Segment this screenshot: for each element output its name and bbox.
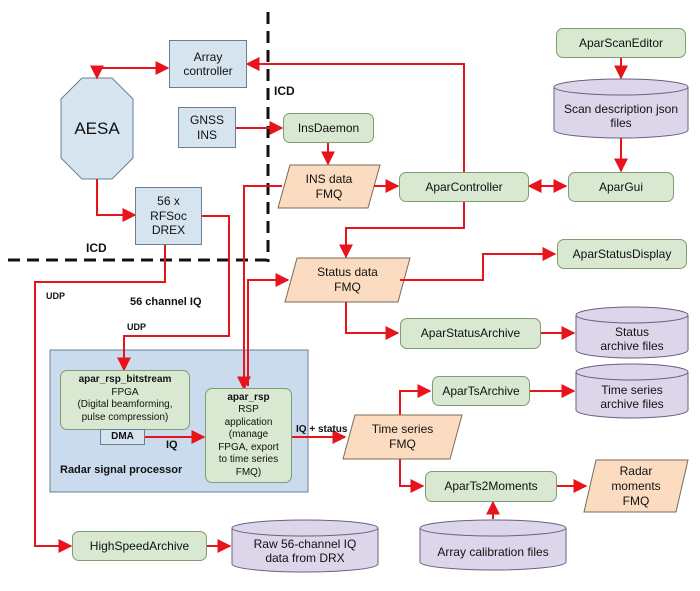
status-fmq-label: Status data FMQ [317,265,378,294]
apargui-box: AparGui [568,172,674,202]
ts-fmq-shape [342,414,463,460]
arrow-controller-statusfmq [339,202,465,259]
moments-fmq-label: Radar moments FMQ [611,463,661,508]
arrow-tsfmq-ts2moments [399,459,425,493]
aesa-octagon [60,77,134,180]
rsp-app-title: apar_rsp [227,391,270,403]
raw-files-label: Raw 56-channel IQ data from DRX [253,536,357,565]
rsp-label: Radar signal processor [60,464,183,476]
insdaemon-box: InsDaemon [283,113,374,143]
arrow-aesa-array [90,61,170,80]
udp-label-2: UDP [127,322,147,332]
moments-fmq-shape [583,459,689,513]
scan-files-cylinder [553,78,689,139]
raw-files-cylinder [231,519,379,573]
status-files-label: Status archive files [600,324,664,353]
status-fmq-shape [284,257,411,303]
aparcontroller-box: AparController [399,172,529,202]
arrow-rsp-statusfmq [247,273,290,386]
arrow-statusfmq-display [400,247,557,281]
gnss-ins-box: GNSS INS [178,107,236,148]
calib-files-label: Array calibration files [437,544,549,559]
rsp-app-box: apar_rsp RSP application (manage FPGA, e… [205,388,292,483]
channel-iq-label: 56 channel IQ [130,296,202,308]
ts-files-cylinder [575,363,689,419]
arrow-drex-bitstream [117,215,230,372]
arrow-tsfmq-tsarchive [399,384,432,415]
aesa-label: AESA [74,118,120,138]
bitstream-box: apar_rsp_bitstream FPGA (Digital beamfor… [60,370,190,430]
ins-fmq-label: INS data FMQ [305,171,353,201]
arrow-controller-array [245,57,465,172]
iq-label: IQ [166,439,178,451]
icd-label-left: ICD [86,241,107,255]
aparts2moments-box: AparTs2Moments [425,471,557,502]
array-controller-box: Array controller [169,40,247,88]
status-files-cylinder [575,306,689,359]
drex-box: 56 x RFSoc DREX [135,187,202,245]
arrow-statusfmq-archive [345,302,400,340]
arrow-aesa-drex [96,179,137,222]
aparstatusdisplay-box: AparStatusDisplay [557,239,687,269]
bitstream-title: apar_rsp_bitstream [78,374,172,385]
icd-label-top: ICD [274,84,295,98]
ts-fmq-label: Time series FMQ [371,422,434,451]
arrow-insfmq-rsp [237,185,282,391]
highspeedarchive-box: HighSpeedArchive [72,531,207,561]
ins-fmq-shape [277,164,381,209]
aparscaneditor-box: AparScanEditor [556,28,686,58]
arrow-drex-highspeed [34,245,166,553]
scan-files-label: Scan description json files [563,101,679,130]
rsp-app-body: RSP application (manage FPGA, export to … [218,404,279,478]
aparstatusarchive-box: AparStatusArchive [400,318,541,349]
iq-status-label: IQ + status [296,424,348,435]
udp-label-left: UDP [46,291,66,301]
ts-files-label: Time series archive files [600,382,664,411]
calib-files-cylinder [419,519,567,571]
bitstream-body: FPGA (Digital beamforming, pulse compres… [77,386,173,423]
apartsarchive-box: AparTsArchive [432,376,530,406]
dma-box: DMA [100,429,145,445]
